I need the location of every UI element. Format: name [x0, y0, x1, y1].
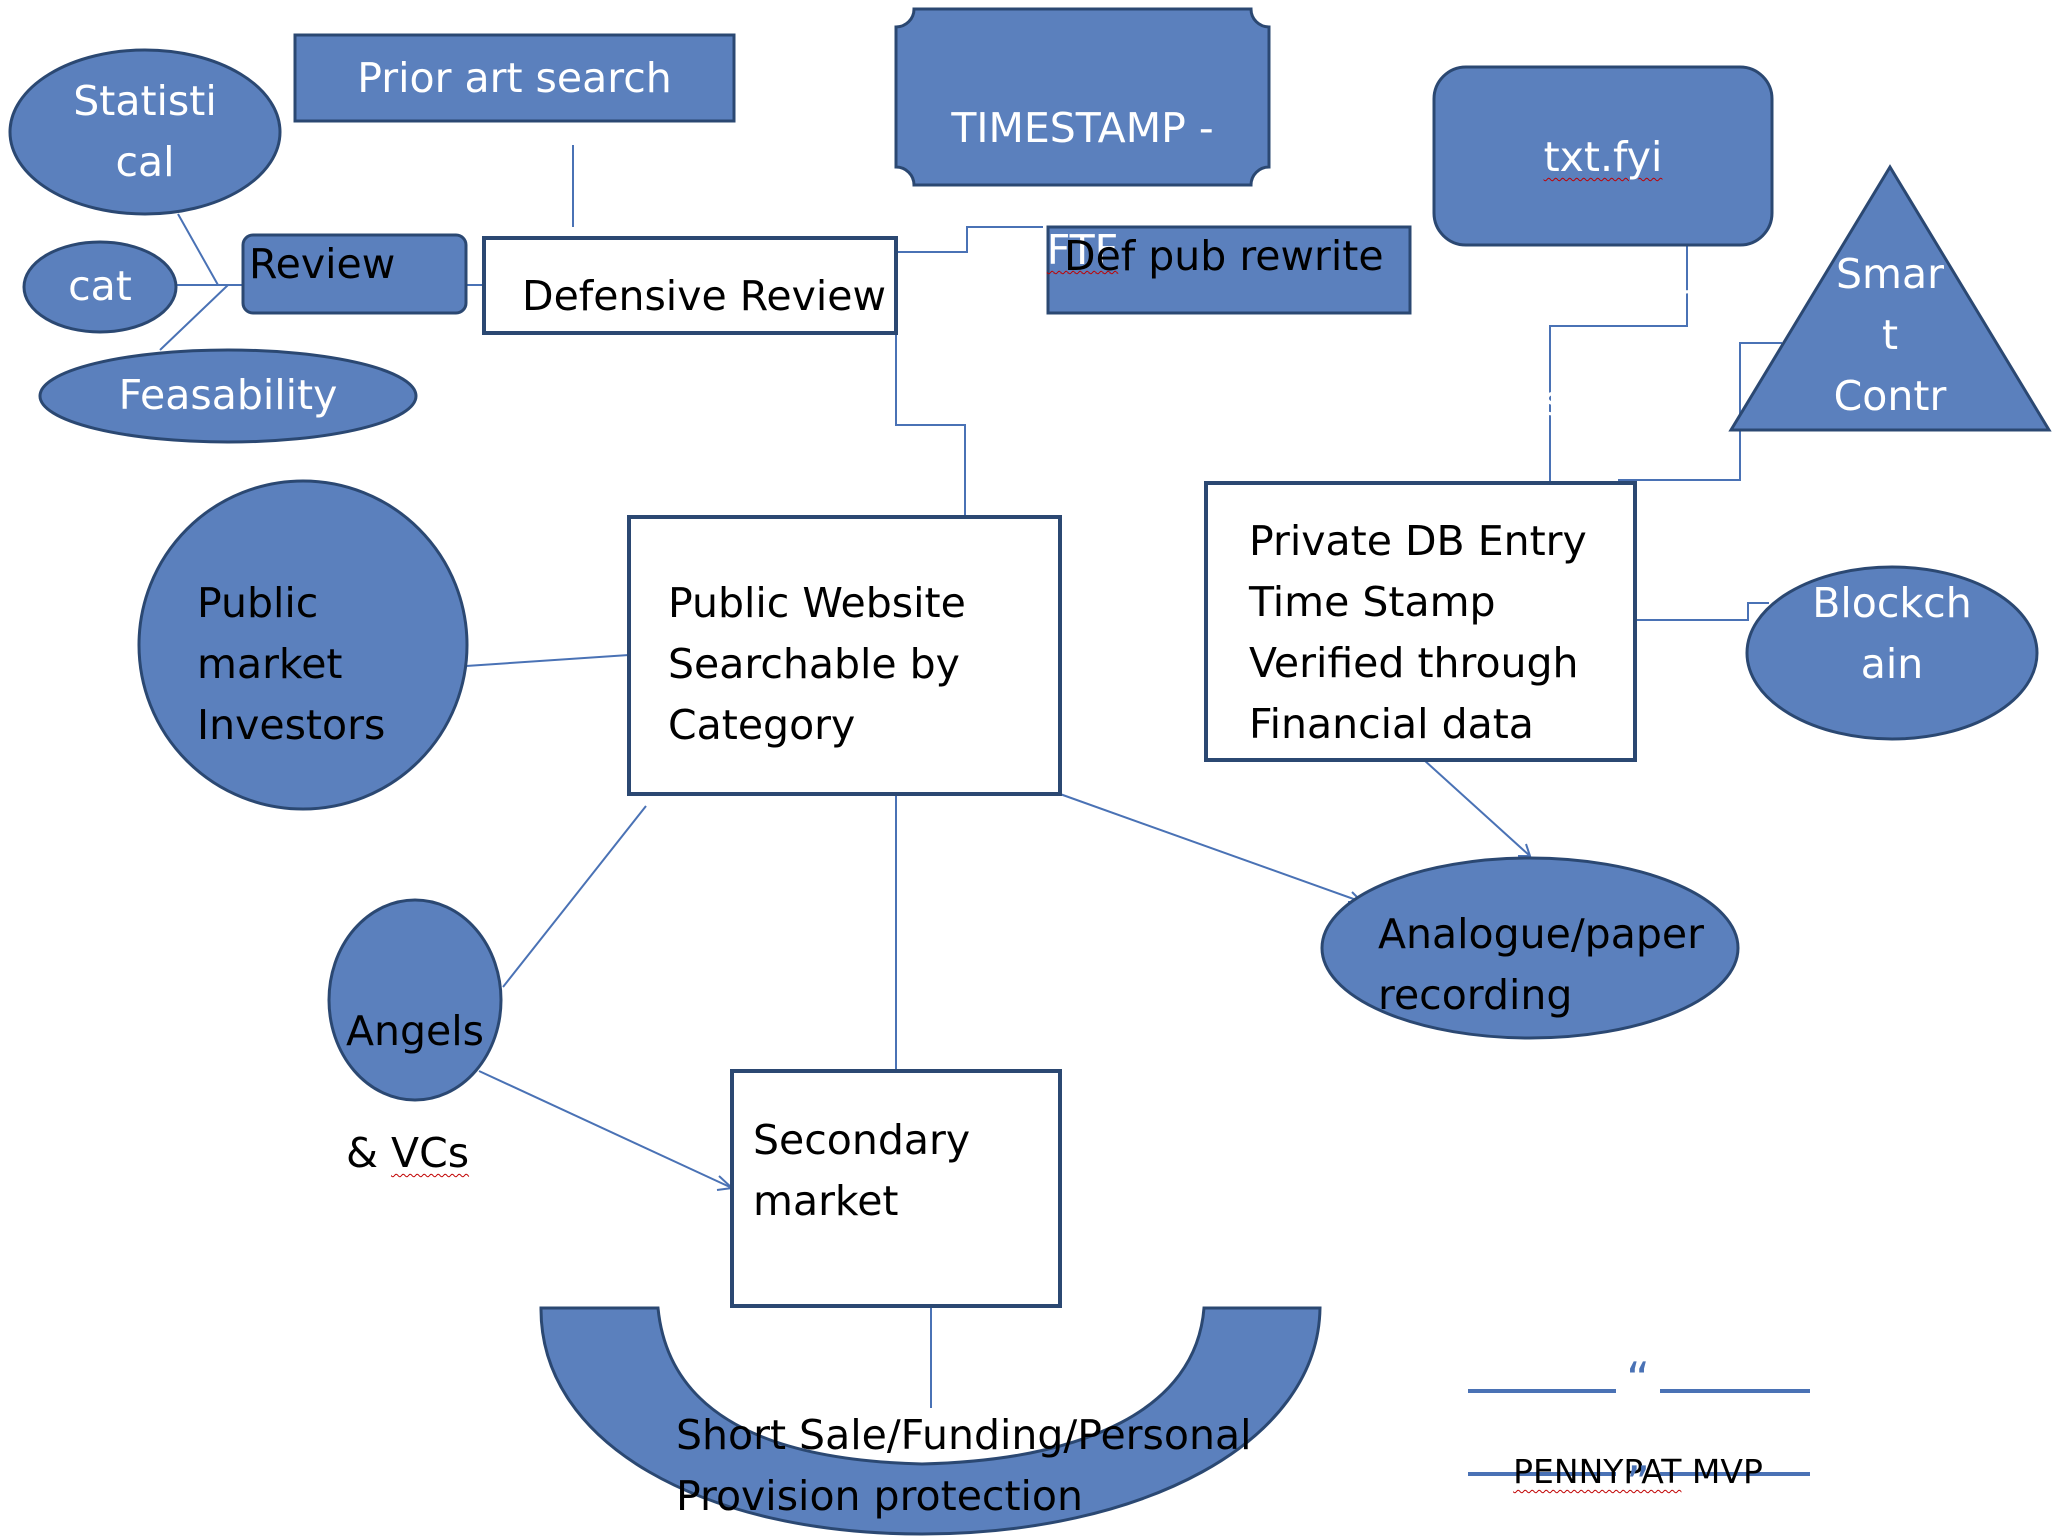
angels-line2-word: VCs [391, 1129, 470, 1177]
txt-fyi-box [1432, 65, 1774, 247]
open-quote-mark: “ [1626, 1352, 1650, 1406]
connector-privatedb-analogue [1423, 759, 1531, 857]
pennypat-word: PENNYPAT [1513, 1452, 1682, 1491]
arrowhead-analogue-2 [1518, 843, 1532, 857]
connector-investors-website [465, 654, 630, 667]
analogue-paper-label: Analogue/paper recording [1378, 910, 1704, 1019]
quote-decoration [1468, 1389, 1810, 1476]
timestamp-ftf-label: TIMESTAMP - FTF [896, 37, 1269, 281]
connector-angels-secondary [478, 1070, 733, 1189]
public-website-label: Public Website Searchable by Category [668, 579, 966, 749]
public-market-investors-label: Public market Investors [197, 579, 386, 749]
txt-fyi-line2: anonymous [1483, 255, 1723, 303]
short-sale-label: Short Sale/Funding/Personal Provision pr… [676, 1411, 1252, 1520]
def-pub-rewrite-label: Def pub rewrite [1064, 232, 1384, 280]
timestamp-line2: FTF [1046, 226, 1119, 274]
filled-shapes [8, 7, 2052, 1536]
review-box [241, 233, 468, 315]
secondary-market-box [730, 1069, 1062, 1308]
pennypat-mvp-label: PENNYPAT MVP [1508, 1412, 1768, 1492]
mvp-word: MVP [1681, 1452, 1763, 1491]
prior-art-search-label: Prior art search [357, 54, 672, 102]
blockchain-ellipse [1745, 565, 2039, 741]
angels-vcs-ellipse [327, 898, 503, 1102]
connectors [159, 145, 1782, 1408]
connector-txtfyi-privatedb [1549, 246, 1688, 483]
outlined-shapes [482, 236, 1637, 1308]
blockchain-label: Blockch ain [1812, 579, 1972, 688]
timestamp-line1: TIMESTAMP - [951, 104, 1214, 152]
angels-vcs-label: Angels & VCs [346, 940, 484, 1184]
private-db-entry-label: Private DB Entry Time Stamp Verified thr… [1249, 517, 1587, 748]
txt-fyi-line3: Description [1486, 377, 1720, 425]
txt-fyi-label: txt.fyi anonymous Description [1434, 66, 1772, 432]
connector-website-angels [502, 805, 647, 988]
analogue-paper-ellipse [1320, 856, 1740, 1040]
connector-statistical-review [177, 213, 243, 286]
smart-contract-triangle [1728, 164, 2052, 432]
feasability-ellipse [38, 348, 418, 444]
timestamp-ftf-plaque [894, 7, 1271, 187]
close-quote-mark: ” [1626, 1456, 1650, 1510]
connector-privatedb-blockchain [1635, 602, 1769, 621]
public-market-investors-circle [137, 479, 469, 811]
cat-label: cat [68, 262, 132, 310]
short-sale-arc [539, 1306, 1322, 1536]
connector-defensive-website [895, 333, 966, 517]
statistical-ellipse [8, 48, 282, 216]
public-website-box [627, 515, 1062, 796]
smart-contract-label: Smar t Contr [1833, 250, 1947, 420]
angels-line2-prefix: & [346, 1129, 392, 1177]
prior-art-search-box [293, 33, 736, 123]
def-pub-rewrite-box [1046, 225, 1412, 315]
review-label: Review [249, 240, 396, 288]
connector-smart-privatedb [1618, 342, 1782, 481]
angels-line1: Angels [346, 1007, 485, 1055]
feasability-label: Feasability [118, 371, 338, 419]
defensive-review-box [482, 236, 898, 335]
secondary-market-label: Secondary market [753, 1116, 971, 1225]
cat-ellipse [22, 240, 178, 334]
connector-defensive-defpub [896, 226, 1043, 253]
connector-feasability-review [159, 284, 243, 351]
defensive-review-label: Defensive Review [522, 272, 886, 320]
statistical-label: Statisti cal [73, 77, 217, 186]
txt-fyi-line1: txt.fyi [1543, 133, 1663, 181]
private-db-entry-box [1204, 481, 1637, 762]
connector-website-analogue [1059, 793, 1363, 903]
